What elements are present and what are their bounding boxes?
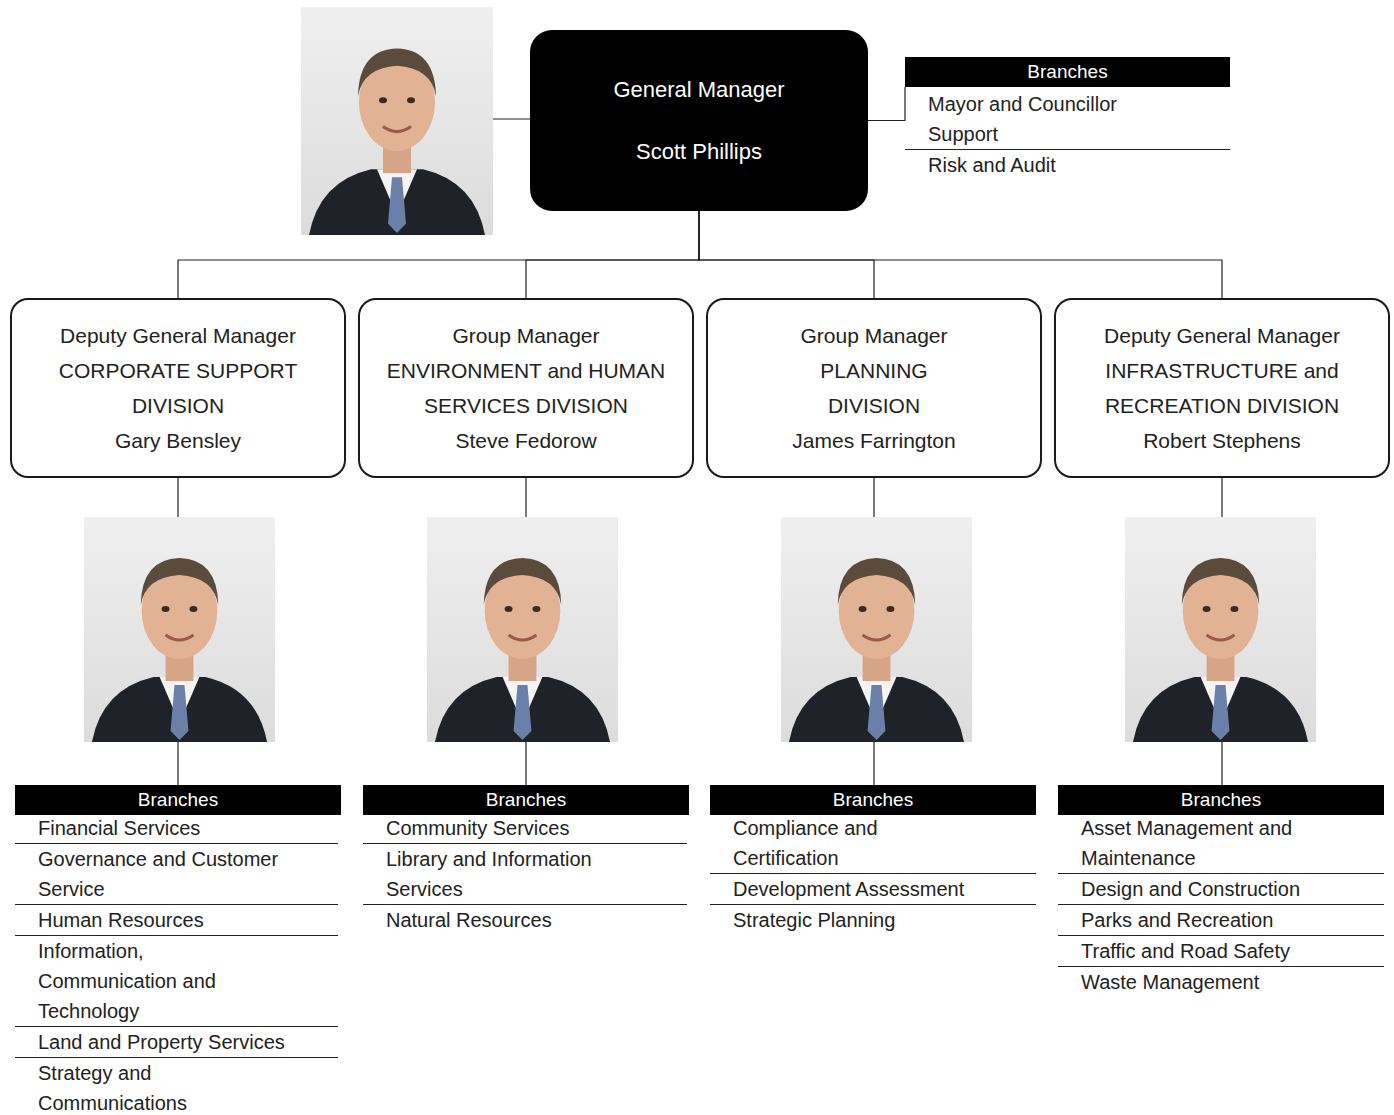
node-text: PLANNING DIVISION	[794, 353, 954, 423]
branch-row: Traffic and Road Safety	[1058, 936, 1384, 967]
role-title: Deputy General Manager	[1104, 318, 1340, 353]
branch-row: Compliance and Certification	[710, 813, 1036, 874]
node-text: Scott Phillips	[636, 138, 762, 166]
branch-list: Financial ServicesGovernance and Custome…	[15, 813, 338, 1115]
branch-name: Library and Information Services	[386, 844, 636, 904]
role-title: Deputy General Manager	[60, 318, 296, 353]
org-connector	[526, 211, 699, 298]
branch-name: Development Assessment	[733, 874, 1033, 904]
portrait-photo	[84, 517, 275, 742]
division-box: Deputy General ManagerCORPORATE SUPPORT …	[10, 298, 346, 478]
branch-name: Community Services	[386, 813, 686, 843]
photo-link-line	[493, 118, 530, 119]
branch-name: Design and Construction	[1081, 874, 1381, 904]
branch-row: Design and Construction	[1058, 874, 1384, 905]
branch-row: Information, Communication and Technolog…	[15, 936, 338, 1027]
branch-name: Financial Services	[38, 813, 328, 843]
branch-name: Land and Property Services	[38, 1027, 338, 1057]
branch-row: Mayor and Councillor Support	[905, 89, 1230, 150]
node-text: Gary Bensley	[115, 423, 241, 458]
branch-list: Mayor and Councillor SupportRisk and Aud…	[905, 89, 1230, 180]
branch-row: Parks and Recreation	[1058, 905, 1384, 936]
division-box: Deputy General ManagerINFRASTRUCTURE and…	[1054, 298, 1390, 478]
branch-name: Strategy and Communications	[38, 1058, 263, 1115]
portrait-photo	[427, 517, 618, 742]
portrait-photo	[1125, 517, 1316, 742]
branch-row: Development Assessment	[710, 874, 1036, 905]
division-box: Group ManagerENVIRONMENT and HUMAN SERVI…	[358, 298, 694, 478]
division-box: Group ManagerPLANNING DIVISIONJames Farr…	[706, 298, 1042, 478]
node-text: INFRASTRUCTURE and RECREATION DIVISION	[1072, 353, 1372, 423]
branch-row: Strategy and Communications	[15, 1058, 338, 1115]
branch-row: Natural Resources	[363, 905, 687, 935]
node-text: Robert Stephens	[1143, 423, 1301, 458]
branch-name: Asset Management and Maintenance	[1081, 813, 1341, 873]
branch-list: Asset Management and MaintenanceDesign a…	[1058, 813, 1384, 997]
branch-row: Human Resources	[15, 905, 338, 936]
branch-row: Waste Management	[1058, 967, 1384, 997]
branch-list: Compliance and CertificationDevelopment …	[710, 813, 1036, 935]
branches-band: Branches	[1058, 785, 1384, 815]
branch-name: Compliance and Certification	[733, 813, 913, 873]
band-heading: Branches	[138, 789, 218, 811]
branch-name: Risk and Audit	[928, 150, 1228, 180]
band-heading: Branches	[833, 789, 913, 811]
branch-row: Library and Information Services	[363, 844, 687, 905]
branch-name: Information, Communication and Technolog…	[38, 936, 263, 1026]
branches-band: Branches	[710, 785, 1036, 815]
org-connector	[699, 211, 1222, 298]
branch-name: Traffic and Road Safety	[1081, 936, 1381, 966]
branch-row: Strategic Planning	[710, 905, 1036, 935]
portrait-photo	[781, 517, 972, 742]
role-title: Group Manager	[452, 318, 599, 353]
node-text: Steve Fedorow	[455, 423, 596, 458]
general-manager-box: General ManagerScott Phillips	[530, 30, 868, 211]
branch-row: Land and Property Services	[15, 1027, 338, 1058]
branch-row: Governance and Customer Service	[15, 844, 338, 905]
role-title: Group Manager	[800, 318, 947, 353]
band-heading: Branches	[1181, 789, 1261, 811]
branch-row: Asset Management and Maintenance	[1058, 813, 1384, 874]
branch-name: Strategic Planning	[733, 905, 1033, 935]
branch-name: Parks and Recreation	[1081, 905, 1381, 935]
branches-band: Branches	[905, 57, 1230, 87]
band-heading: Branches	[486, 789, 566, 811]
branch-name: Governance and Customer Service	[38, 844, 318, 904]
org-connector	[868, 87, 905, 121]
branch-name: Mayor and Councillor Support	[928, 89, 1153, 149]
band-heading: Branches	[1027, 61, 1107, 83]
portrait-photo	[301, 7, 493, 235]
node-text: ENVIRONMENT and HUMAN SERVICES DIVISION	[360, 353, 692, 423]
branch-row: Risk and Audit	[905, 150, 1230, 180]
branch-row: Financial Services	[15, 813, 338, 844]
role-title: General Manager	[613, 76, 784, 104]
branch-list: Community ServicesLibrary and Informatio…	[363, 813, 687, 935]
branch-name: Natural Resources	[386, 905, 686, 935]
node-text: CORPORATE SUPPORT DIVISION	[33, 353, 323, 423]
branch-row: Community Services	[363, 813, 687, 844]
branch-name: Waste Management	[1081, 967, 1381, 997]
branch-name: Human Resources	[38, 905, 328, 935]
branches-band: Branches	[15, 785, 341, 815]
node-text: James Farrington	[792, 423, 955, 458]
branches-band: Branches	[363, 785, 689, 815]
org-connector	[699, 211, 874, 298]
